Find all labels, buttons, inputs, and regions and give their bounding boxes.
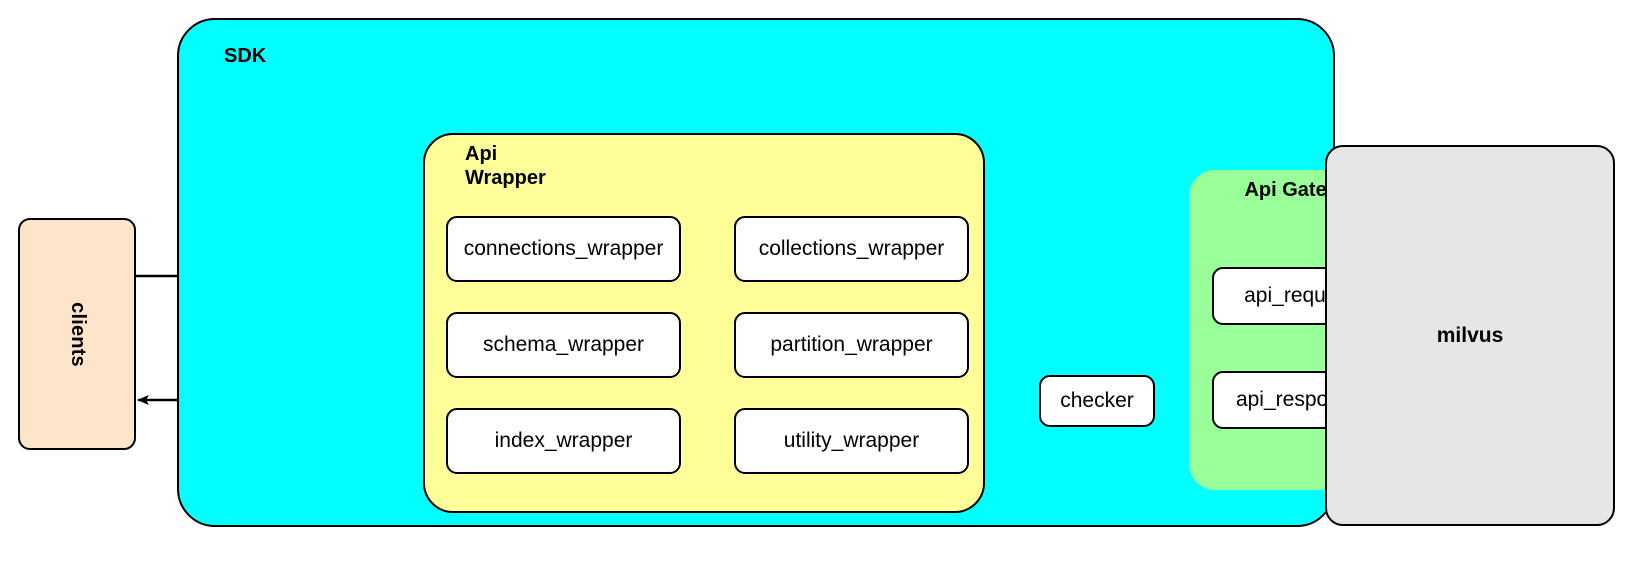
index-wrapper-box[interactable]: index_wrapper [446,408,681,474]
clients-node[interactable]: clients [18,218,136,450]
schema-wrapper-box[interactable]: schema_wrapper [446,312,681,378]
collections-wrapper-box[interactable]: collections_wrapper [734,216,969,282]
partition-wrapper-box[interactable]: partition_wrapper [734,312,969,378]
api-wrapper-title: Api Wrapper [465,143,546,190]
utility-wrapper-box[interactable]: utility_wrapper [734,408,969,474]
milvus-node[interactable]: milvus [1325,145,1615,526]
api-wrapper-node[interactable]: Api Wrapper connections_wrapper collecti… [423,133,985,513]
connections-wrapper-box[interactable]: connections_wrapper [446,216,681,282]
sdk-container[interactable]: SDK Api Wrapper connections_wrapper coll… [177,18,1417,527]
clients-label: clients [66,301,89,367]
sdk-title: SDK [224,45,267,67]
checker-box[interactable]: checker [1039,375,1155,427]
